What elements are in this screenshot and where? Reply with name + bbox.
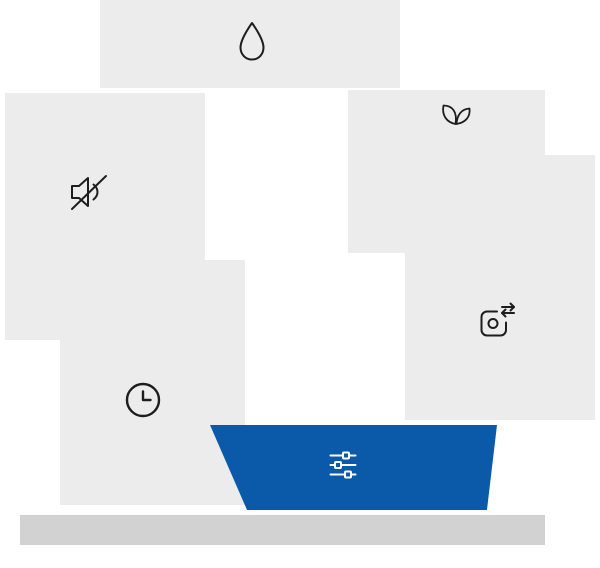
sliders-icon: [329, 451, 357, 479]
tile-water[interactable]: [100, 0, 400, 88]
tile-transfer[interactable]: [405, 155, 595, 420]
speaker-mute-icon: [71, 175, 107, 210]
tile-time[interactable]: [60, 260, 245, 505]
water-drop-icon: [239, 22, 265, 61]
leaf-icon: [442, 104, 471, 125]
tile-options-active[interactable]: [210, 425, 497, 510]
clock-icon: [125, 382, 161, 418]
appliance-transfer-icon: [480, 302, 515, 337]
bottom-bar: [20, 515, 545, 545]
